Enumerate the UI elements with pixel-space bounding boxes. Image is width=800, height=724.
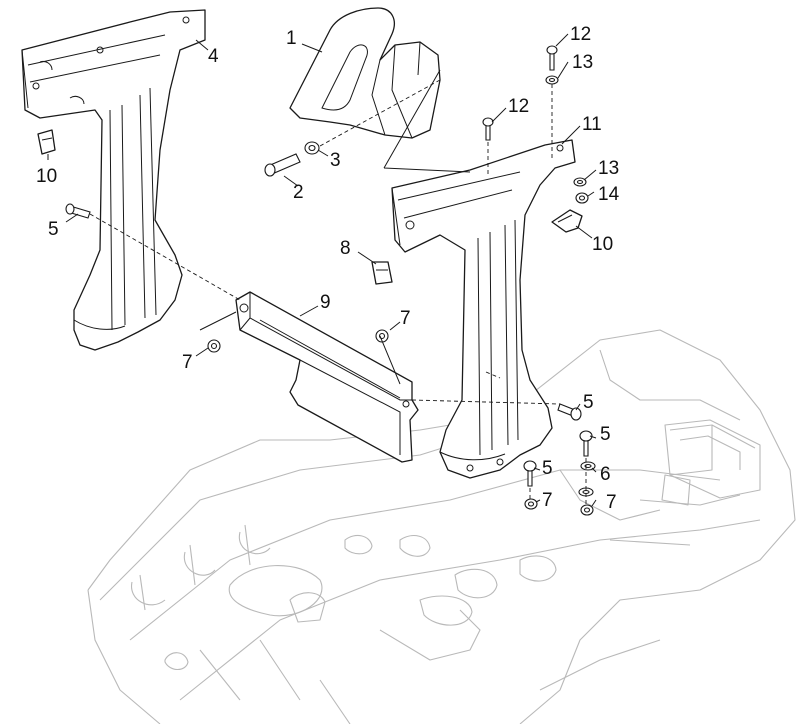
washer-part-13-top <box>545 75 559 85</box>
callout-14: 14 <box>598 184 620 205</box>
right-seat-pillar-part-11 <box>391 139 576 479</box>
callout-12-top: 12 <box>570 24 591 45</box>
callout-5-right-side: 5 <box>583 392 594 413</box>
callout-5-right-front: 5 <box>600 424 611 445</box>
seat-cushion-part-1 <box>289 7 441 139</box>
callout-8: 8 <box>340 238 351 259</box>
callout-7-right: 7 <box>606 492 617 513</box>
bolt-part-5-left <box>65 203 91 219</box>
callout-4: 4 <box>208 46 219 67</box>
callout-7-bottom: 7 <box>542 490 553 511</box>
bolt-part-5-bottom <box>523 460 537 487</box>
callout-10-left: 10 <box>36 166 57 187</box>
nut-part-7-bottom <box>524 498 538 510</box>
callout-10-right: 10 <box>592 234 613 255</box>
clip-part-10-left <box>37 129 56 155</box>
washer-part-13-right <box>573 177 587 187</box>
nut-part-7-right <box>580 504 594 516</box>
leader-lines <box>47 33 597 507</box>
bolt-part-12-mid <box>482 117 494 141</box>
bolt-part-12-top <box>546 45 558 71</box>
callout-9: 9 <box>320 292 331 313</box>
callout-labels: 1 2 3 4 5 5 5 5 6 7 7 7 7 8 9 10 10 11 1… <box>36 24 620 513</box>
chassis-floor-pan-outline <box>87 329 796 724</box>
screw-part-2 <box>264 153 301 177</box>
bolt-part-5-right-side <box>557 403 582 421</box>
nut-part-14 <box>575 192 589 204</box>
callout-5-left: 5 <box>48 219 59 240</box>
bolt-part-5-right-front <box>579 430 593 457</box>
left-seat-pillar-part-4 <box>21 9 206 351</box>
washer-part-6 <box>580 461 596 471</box>
callout-13-right: 13 <box>598 158 619 179</box>
callout-2: 2 <box>293 182 304 203</box>
nut-part-7-left <box>207 339 221 353</box>
clip-part-10-right <box>551 209 583 233</box>
callout-13-top: 13 <box>572 52 593 73</box>
callout-6: 6 <box>600 464 611 485</box>
callout-1: 1 <box>286 28 297 49</box>
nut-part-7-bracket <box>375 329 389 343</box>
callout-7-left: 7 <box>182 352 193 373</box>
assembly-lines <box>89 79 587 505</box>
callout-3: 3 <box>330 150 341 171</box>
clip-part-8 <box>371 261 393 285</box>
callout-7-bracket: 7 <box>400 308 411 329</box>
callout-5-bottom: 5 <box>542 458 553 479</box>
cross-bracket-part-9 <box>235 291 419 463</box>
callout-12-mid: 12 <box>508 96 529 117</box>
callout-11: 11 <box>582 114 602 135</box>
washer-part-3 <box>304 141 320 155</box>
